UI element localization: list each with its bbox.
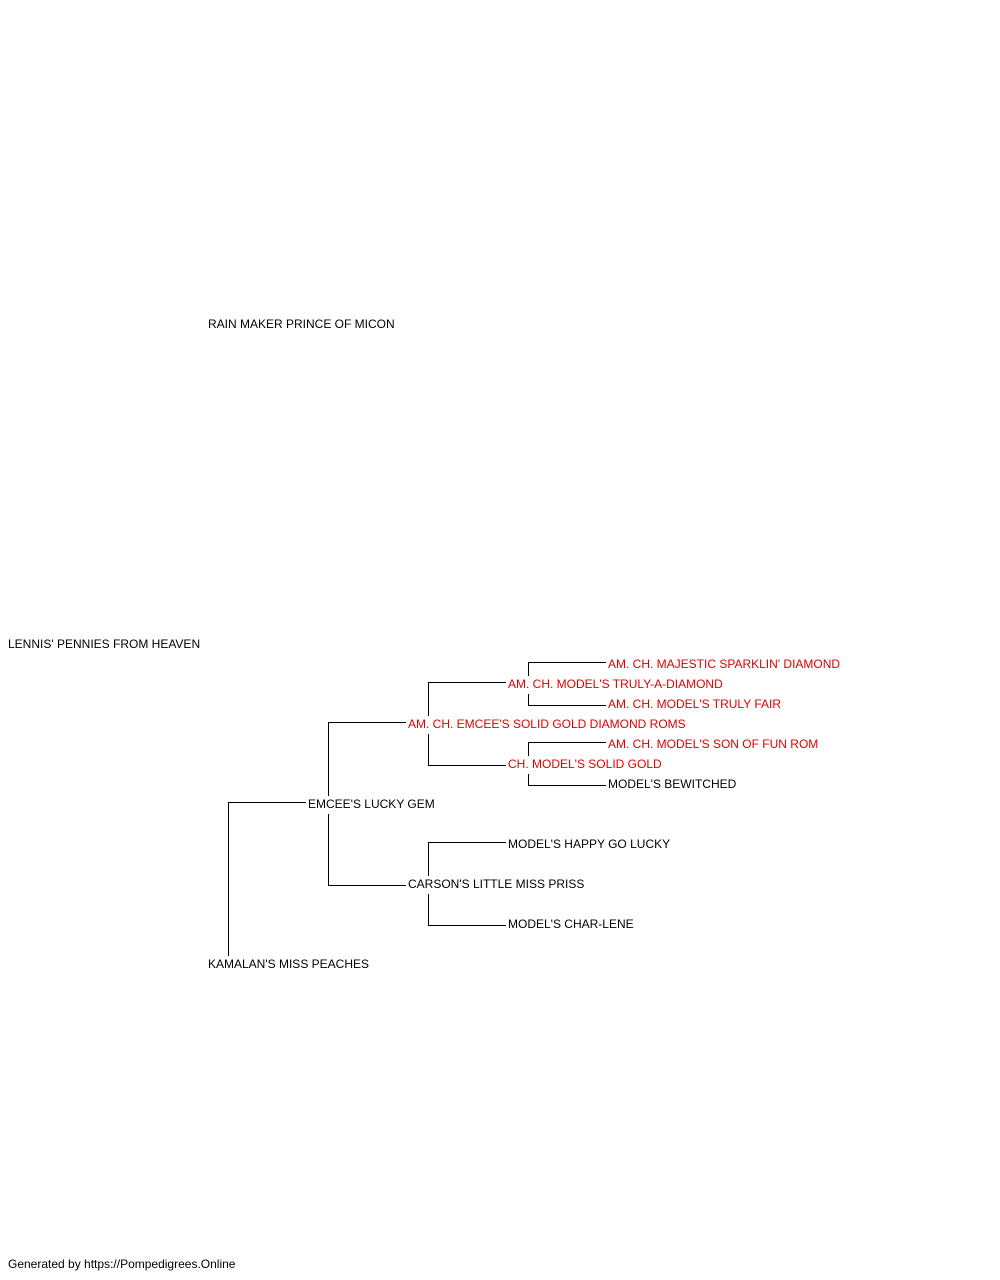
connector-dam-sire-to-dam xyxy=(328,814,406,886)
dam-sire-dam-name: CARSON'S LITTLE MISS PRISS xyxy=(408,877,585,891)
connector-dam-sire-to-sire xyxy=(328,722,406,796)
dss-dam-dam-name: MODEL'S BEWITCHED xyxy=(608,777,737,791)
connector-dss-dam-to-dam xyxy=(528,774,606,786)
dss-sire-sire-name: AM. CH. MAJESTIC SPARKLIN' DIAMOND xyxy=(608,657,841,671)
dsd-sire-name: MODEL'S HAPPY GO LUCKY xyxy=(508,837,671,851)
connector-dss-to-dam xyxy=(428,734,506,766)
dam-sire-name: EMCEE'S LUCKY GEM xyxy=(308,797,435,811)
dss-dam-name: CH. MODEL'S SOLID GOLD xyxy=(508,757,662,771)
connector-dsd-to-dam xyxy=(428,894,506,926)
connector-dss-to-sire xyxy=(428,682,506,716)
connector-dss-dam-to-sire xyxy=(528,742,606,756)
dss-sire-name: AM. CH. MODEL'S TRULY-A-DIAMOND xyxy=(508,677,723,691)
dsd-dam-name: MODEL'S CHAR-LENE xyxy=(508,917,634,931)
dss-dam-sire-name: AM. CH. MODEL'S SON OF FUN ROM xyxy=(608,737,819,751)
subject-name: LENNIS' PENNIES FROM HEAVEN xyxy=(8,637,201,651)
sire-name: RAIN MAKER PRINCE OF MICON xyxy=(208,317,395,331)
dam-sire-sire-name: AM. CH. EMCEE'S SOLID GOLD DIAMOND ROMS xyxy=(408,717,686,731)
dss-sire-dam-name: AM. CH. MODEL'S TRULY FAIR xyxy=(608,697,781,711)
connector-dss-sire-to-sire xyxy=(528,662,606,676)
connector-dam-to-sire xyxy=(228,802,306,956)
connector-dsd-to-sire xyxy=(428,842,506,876)
generated-by-footer: Generated by https://Pompedigrees.Online xyxy=(8,1257,236,1271)
dam-name: KAMALAN'S MISS PEACHES xyxy=(208,957,370,971)
connector-dss-sire-to-dam xyxy=(528,694,606,706)
